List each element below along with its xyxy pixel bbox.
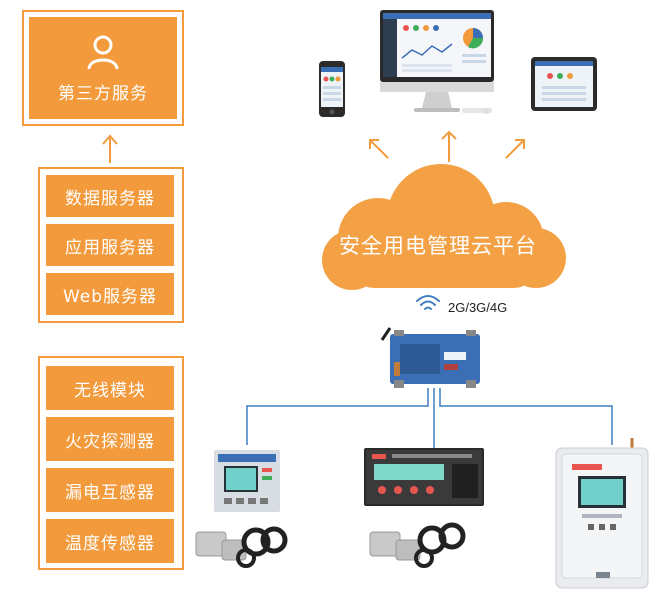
gateway-device [380, 327, 480, 388]
device-item-label: 温度传感器 [65, 533, 155, 554]
desktop-monitor-device [380, 10, 494, 114]
server-item-app: 应用服务器 [46, 224, 174, 266]
device-item-leakage: 漏电互感器 [46, 468, 174, 512]
platform-label: 安全用电管理云平台 [339, 234, 537, 258]
arrows-to-devices [369, 130, 525, 162]
server-item-label: 应用服务器 [65, 237, 155, 258]
third-party-service-box: 第三方服务 [29, 17, 177, 119]
cloud-shape [322, 164, 566, 290]
device-item-wireless: 无线模块 [46, 366, 174, 410]
network-label: 2G/3G/4G [448, 300, 508, 315]
device-item-label: 漏电互感器 [65, 482, 155, 503]
server-item-label: Web服务器 [62, 286, 158, 307]
current-transformers-2 [369, 522, 466, 568]
meter-device-1 [214, 450, 280, 512]
meter-device-2 [364, 448, 484, 506]
wifi-icon [416, 295, 440, 310]
current-transformers-1 [195, 526, 288, 568]
phone-device [319, 61, 345, 117]
third-party-service-label: 第三方服务 [58, 83, 148, 104]
server-item-label: 数据服务器 [65, 188, 155, 209]
server-item-web: Web服务器 [46, 273, 174, 315]
device-item-fire: 火灾探测器 [46, 417, 174, 461]
server-item-data: 数据服务器 [46, 175, 174, 217]
fire-detector-cabinet [555, 438, 649, 589]
user-icon [87, 35, 119, 69]
arrow-up-icon [102, 134, 118, 163]
device-item-temp: 温度传感器 [46, 519, 174, 563]
tablet-device [531, 57, 597, 111]
device-item-label: 火灾探测器 [65, 431, 155, 452]
device-item-label: 无线模块 [74, 380, 146, 401]
